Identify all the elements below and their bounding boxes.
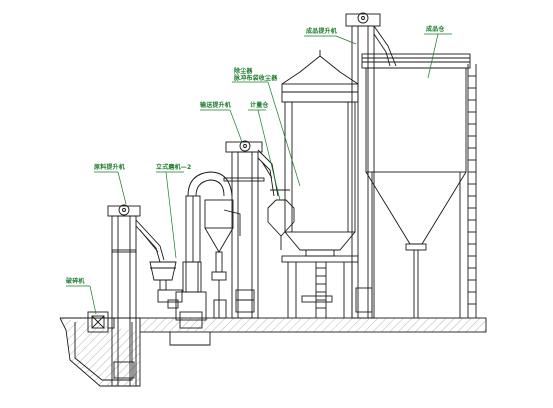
label-dust-collector-1: 除尘器 [234, 68, 253, 75]
label-finished-silo: 成品仓 [426, 26, 445, 33]
feed-hopper [149, 261, 183, 303]
label-mill: 立式磨机—2 [156, 164, 192, 171]
label-weighing-bin: 计量仓 [250, 102, 269, 109]
conveyor-elevator [223, 140, 279, 319]
finished-product-elevator [345, 12, 397, 319]
finished-product-silo [361, 53, 477, 318]
label-dust-collector-2: 脉冲布袋收尘器 [234, 75, 278, 82]
ground-foundation [59, 317, 487, 387]
label-raw-elevator: 原料提升机 [94, 164, 126, 171]
weighing-bin [267, 189, 295, 250]
vertical-mill [167, 171, 233, 329]
label-leaders [66, 33, 452, 315]
ladder [315, 262, 327, 318]
dust-collector [281, 50, 359, 318]
label-crusher: 破碎机 [66, 278, 85, 285]
raw-material-elevator [107, 204, 165, 387]
silo-side-ladder [467, 64, 477, 318]
cyclone-separator [204, 199, 241, 319]
label-finished-elevator: 成品提升机 [306, 28, 338, 35]
label-conveyor: 输送提升机 [200, 102, 232, 109]
crusher [76, 311, 115, 333]
